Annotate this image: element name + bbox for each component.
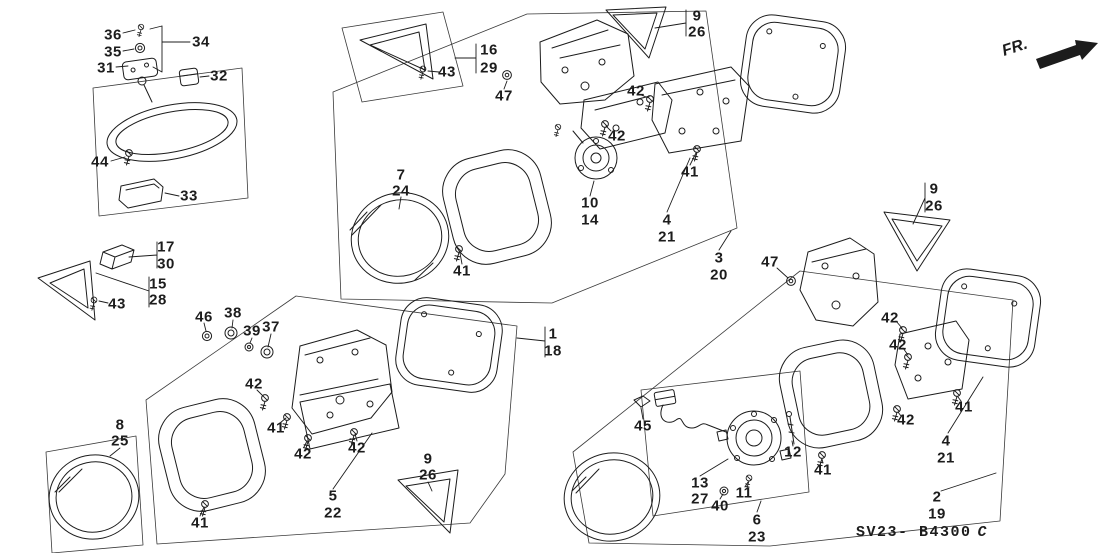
nut-46 [201,330,213,342]
assembly-boundary-boxes [45,10,1014,553]
clip-17-30-illustration [99,244,135,270]
harness-connector [653,389,677,407]
bolt-40-illustration [719,486,729,496]
washer-39 [244,342,254,352]
glass-holder-right [778,339,884,449]
screw-44-illustration [123,149,133,166]
screw-36-illustration [136,23,145,37]
clip-45-illustration [633,395,651,408]
mirror-assembly-2-19-illustration [563,211,1042,542]
pin-12-illustration [786,411,795,445]
mirror-stem [143,84,153,103]
fold-bracket-right [799,237,879,327]
nut-35-illustration [134,42,146,54]
grommet-47-top [502,70,512,80]
screw-43-left-illustration [89,296,98,311]
cap-32-illustration [178,67,200,87]
bushing-37 [260,345,274,359]
actuator-13-27 [716,410,792,466]
leader-lines [95,9,997,517]
mirror-glass-7-24 [349,192,450,284]
interior-mirror-illustration [106,23,238,209]
arrow-icon [1036,40,1098,69]
box-glass-8-25 [45,435,144,553]
fold-bracket-top [539,19,673,150]
interior-mirror-glass [106,102,238,162]
housing-5-22 [395,297,503,393]
box-mirror-assy-1-18 [145,295,518,545]
fold-bracket-left [291,329,400,450]
corner-clip-illustration [37,244,135,321]
diagram-code-mark: C [977,524,987,541]
triangle-garnish-9-26-left [397,469,459,534]
screws-left [199,394,358,517]
mirror-glass-8-25 [48,454,140,540]
housing-top [739,14,847,114]
mount-base-31-illustration [121,57,159,81]
diagram-code: SV23- B4300 C [856,524,987,542]
housing-4-21-right [934,268,1042,368]
box-mirror-assy-3-20 [332,10,738,304]
fr-label: FR. [1000,36,1030,60]
glass-holder-left [158,398,266,512]
fr-direction-arrow: FR. [1000,36,1098,69]
mirror-assembly-1-18-illustration [48,297,503,540]
mirror-assembly-3-20-illustration [349,6,847,284]
actuator-10-14 [572,130,618,180]
mount-plate-right [894,320,970,400]
harness-wire [660,404,727,433]
diagram-code-text: SV23- B4300 [856,524,972,541]
cover-33-illustration [118,178,164,209]
screw-11-illustration [744,474,753,489]
glass-holder-top [442,149,552,265]
bushing-38 [224,326,238,340]
mirror-glass-right [563,452,661,542]
triangle-garnish-9-26-top [605,6,667,59]
box-actuator-6-23 [640,370,810,517]
screws-top [453,95,701,262]
box-mirror-assy-2-19 [572,270,1014,547]
mirror-ball-mount [137,76,147,86]
triangle-garnish-9-26-right [883,211,951,272]
mount-plate-top [651,66,750,154]
corner-garnish-15-28-illustration [37,260,96,321]
box-corner-garnish [341,11,464,103]
garnish-16-29-illustration [359,23,434,80]
